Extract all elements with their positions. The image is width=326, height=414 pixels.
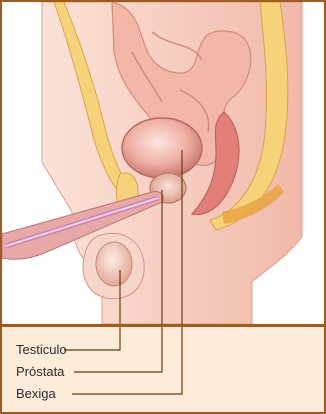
- leader-line-bexiga: [72, 327, 182, 394]
- leader-line-testiculo: [64, 327, 120, 350]
- anatomy-illustration: [2, 2, 324, 324]
- pelvis-cross-section-svg: [2, 2, 324, 324]
- label-prostata: Próstata: [16, 364, 64, 380]
- label-bexiga: Bexiga: [16, 386, 56, 402]
- bladder-organ: [122, 118, 202, 178]
- label-legend: Testiculo Próstata Bexiga: [2, 327, 324, 412]
- label-testiculo: Testiculo: [16, 342, 67, 358]
- testicle-organ: [96, 242, 132, 286]
